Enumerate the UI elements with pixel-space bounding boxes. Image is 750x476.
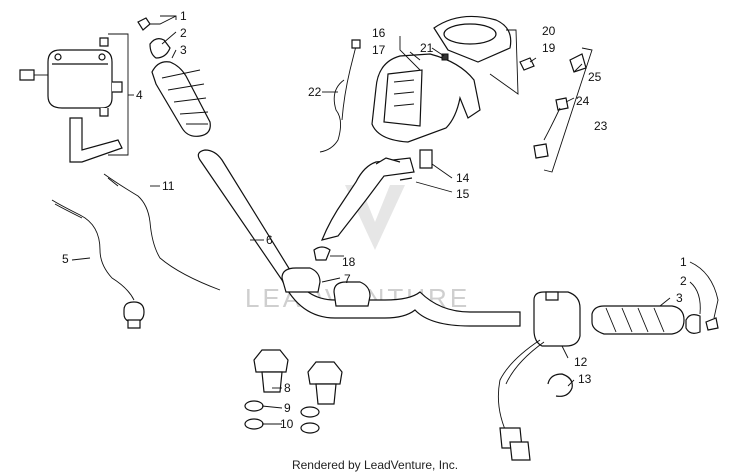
- speedo-cable-22: [319, 39, 361, 153]
- label-1: 1: [180, 9, 187, 23]
- right-bolt: [705, 317, 719, 331]
- cable-11: [103, 173, 221, 291]
- label-4: 4: [136, 88, 143, 102]
- upper-clamp-7: [281, 267, 371, 307]
- cable-5: [51, 199, 145, 329]
- bolt-19: [519, 57, 535, 71]
- label-19: 19: [542, 41, 556, 55]
- footer-credit: Rendered by LeadVenture, Inc.: [291, 458, 459, 472]
- label-6: 6: [266, 233, 273, 247]
- label-23: 23: [594, 119, 608, 133]
- risers-8: [253, 349, 343, 405]
- label-8: 8: [284, 381, 291, 395]
- left-end-cap: [137, 17, 171, 59]
- mount-bracket: [321, 149, 433, 241]
- right-switch-housing: [497, 291, 581, 461]
- part-labels: 1 2 3 4 5 6 7 8 9 10 11 12 13 14 15 16 1…: [62, 9, 687, 431]
- bracket-23: [543, 47, 593, 173]
- label-16: 16: [372, 26, 386, 40]
- label-2-right: 2: [680, 274, 687, 288]
- label-5: 5: [62, 252, 69, 266]
- label-9: 9: [284, 401, 291, 415]
- instrument-pod: [371, 53, 481, 143]
- right-grip: [591, 305, 685, 335]
- label-3-right: 3: [676, 291, 683, 305]
- label-25: 25: [588, 70, 602, 84]
- harness-23: [533, 53, 587, 159]
- label-7: 7: [344, 272, 351, 286]
- label-22: 22: [308, 85, 322, 99]
- left-grip: [151, 61, 211, 137]
- handlebar: [197, 149, 521, 327]
- gauge-20: [433, 15, 512, 63]
- label-12: 12: [574, 355, 588, 369]
- label-18: 18: [342, 255, 356, 269]
- label-2: 2: [180, 26, 187, 40]
- label-20: 20: [542, 24, 556, 38]
- clip-13: [547, 373, 573, 397]
- bracket-4: [108, 33, 129, 156]
- label-24: 24: [576, 94, 590, 108]
- label-17: 17: [372, 43, 386, 57]
- label-21: 21: [420, 41, 434, 55]
- right-end-cap: [685, 314, 701, 334]
- throttle-housing: [19, 37, 123, 163]
- label-3: 3: [180, 43, 187, 57]
- label-1-right: 1: [680, 255, 687, 269]
- label-15: 15: [456, 187, 470, 201]
- leader-lines: [71, 15, 719, 425]
- label-11: 11: [162, 179, 175, 193]
- label-10: 10: [280, 417, 294, 431]
- label-14: 14: [456, 171, 470, 185]
- clip-18: [313, 246, 331, 261]
- label-13: 13: [578, 372, 592, 386]
